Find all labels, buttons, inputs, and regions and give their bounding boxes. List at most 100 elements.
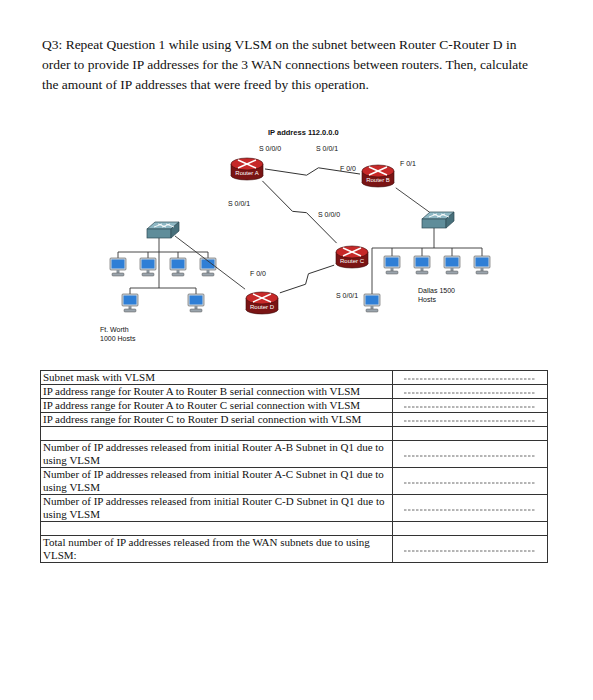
router-label: Router A — [235, 170, 259, 177]
dashed-blank-line — [404, 379, 536, 380]
monitor-stand — [451, 268, 454, 271]
router-shape — [230, 156, 264, 181]
switch-icon — [147, 222, 179, 238]
table-cell — [393, 427, 548, 441]
switch-side — [446, 212, 454, 228]
keyboard-base — [172, 273, 184, 276]
answer-blank — [402, 375, 538, 381]
switch-icon — [422, 212, 454, 228]
answer-blank — [402, 506, 538, 512]
monitor-screen — [190, 296, 203, 305]
lan-uplink — [175, 236, 245, 289]
interface-label: S 0/0/1 — [316, 145, 346, 153]
table-row: IP address range for Router C to Router … — [41, 413, 548, 427]
monitor-frame — [474, 256, 490, 268]
router-top — [336, 246, 368, 258]
keyboard-base — [190, 309, 202, 312]
lan-wire — [372, 248, 482, 249]
router-arrow — [238, 160, 256, 168]
router-shape — [335, 244, 369, 269]
monitor-stand — [391, 268, 394, 271]
dashed-blank-line — [404, 393, 536, 394]
router-label: Router D — [250, 304, 274, 311]
monitor-stand — [371, 306, 374, 309]
router-top — [246, 292, 278, 304]
keyboard-base — [416, 271, 428, 274]
lan-wire — [118, 252, 119, 258]
table-row: Number of IP addresses released from ini… — [41, 468, 548, 495]
keyboard-base — [142, 273, 154, 276]
monitor-screen — [416, 258, 429, 267]
monitor-frame — [364, 294, 380, 306]
table-cell: IP address range for Router C to Router … — [41, 413, 393, 427]
computer-icon — [110, 258, 126, 276]
dashed-blank-line — [404, 509, 536, 510]
lan-wire — [482, 248, 483, 256]
table-cell — [393, 468, 548, 495]
keyboard-base — [366, 309, 378, 312]
router-arrow — [369, 167, 387, 175]
computer-icon — [122, 294, 138, 312]
router-arrow — [343, 248, 361, 256]
lan-wire — [208, 252, 209, 258]
router-top — [231, 158, 263, 170]
table-cell — [393, 536, 548, 563]
serial-link — [280, 265, 334, 293]
answer-blank — [402, 389, 538, 395]
lan-wire — [130, 288, 131, 294]
router-base — [362, 178, 394, 187]
router-base — [231, 171, 263, 180]
keyboard-base — [446, 271, 458, 274]
answer-blank — [402, 417, 538, 423]
interface-label: F 0/0 — [340, 165, 364, 173]
keyboard-base — [386, 271, 398, 274]
dashed-blank-line — [404, 421, 536, 422]
answer-blank — [402, 479, 538, 485]
monitor-screen — [112, 260, 125, 269]
interface-label: F 0/0 — [250, 270, 274, 278]
monitor-stand — [207, 270, 210, 273]
table-cell — [393, 495, 548, 522]
computer-icon — [140, 258, 156, 276]
table-row — [41, 522, 548, 536]
dashed-blank-line — [404, 455, 536, 456]
computer-icon — [384, 256, 400, 274]
monitor-screen — [172, 260, 185, 269]
computer-icon — [474, 256, 490, 274]
router-arrow — [369, 167, 387, 175]
table-cell-text: Number of IP addresses released from ini… — [43, 441, 390, 467]
computer-icon — [444, 256, 460, 274]
site-label: Ft. Worth 1000 Hosts — [100, 326, 144, 343]
table-cell: Number of IP addresses released from ini… — [41, 495, 393, 522]
switch-arrow — [166, 224, 174, 227]
table-cell — [393, 441, 548, 468]
table-row: Number of IP addresses released from ini… — [41, 495, 548, 522]
dashed-blank-line — [404, 407, 536, 408]
table-cell: Number of IP addresses released from ini… — [41, 468, 393, 495]
computer-icon — [170, 258, 186, 276]
table-row — [41, 427, 548, 441]
lan-wire — [159, 238, 160, 288]
table-cell: Number of IP addresses released from ini… — [41, 441, 393, 468]
dashed-blank-line — [404, 482, 536, 483]
lan-wire — [422, 248, 423, 256]
table-cell — [41, 522, 393, 536]
lan-uplink — [396, 188, 432, 214]
monitor-stand — [177, 270, 180, 273]
interface-label: S 0/0/1 — [336, 292, 366, 300]
table-cell — [393, 371, 548, 385]
monitor-stand — [481, 268, 484, 271]
lan-wire — [130, 288, 196, 289]
site-label: Dallas 1500 Hosts — [418, 287, 462, 304]
interface-label: F 0/1 — [400, 160, 424, 168]
router-label: Router C — [340, 258, 364, 265]
lan-wire — [372, 248, 373, 294]
router-icon: Router C — [335, 244, 369, 269]
computer-icon — [188, 294, 204, 312]
interface-label: S 0/0/0 — [318, 211, 348, 219]
monitor-screen — [386, 258, 399, 267]
switch-arrow — [441, 214, 449, 217]
monitor-screen — [446, 258, 459, 267]
keyboard-base — [124, 309, 136, 312]
